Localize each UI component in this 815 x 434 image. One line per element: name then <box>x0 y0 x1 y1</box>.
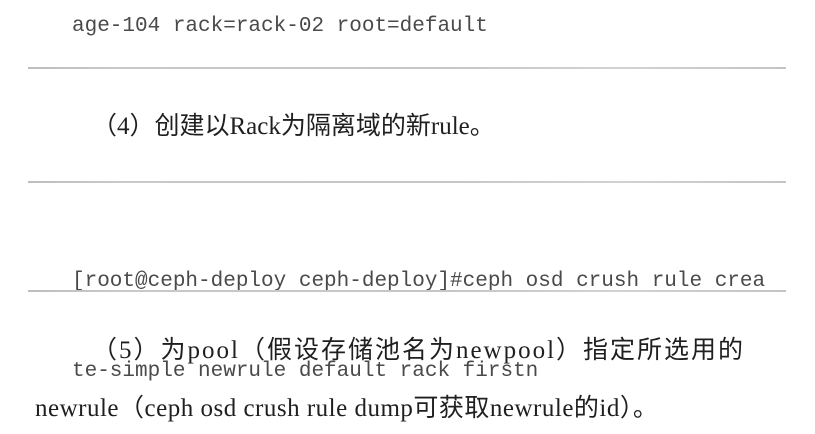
horizontal-rule-middle <box>28 181 786 183</box>
horizontal-rule-bottom <box>28 290 786 292</box>
paragraph-step-5-line-2: newrule（ceph osd crush rule dump可获取newru… <box>35 395 659 422</box>
code-block-2-line-2: te-simple newrule default rack firstn <box>72 360 539 383</box>
horizontal-rule-top <box>28 67 786 69</box>
code-block-1-line-1: age-104 rack=rack-02 root=default <box>72 15 488 38</box>
paragraph-step-5-line-1: （5）为pool（假设存储池名为newpool）指定所选用的 <box>92 337 746 364</box>
paragraph-step-4: （4）创建以Rack为隔离域的新rule。 <box>92 113 495 140</box>
code-block-2-line-1: [root@ceph-deploy ceph-deploy]#ceph osd … <box>72 270 766 293</box>
code-block-2: [root@ceph-deploy ceph-deploy]#ceph osd … <box>72 207 765 434</box>
